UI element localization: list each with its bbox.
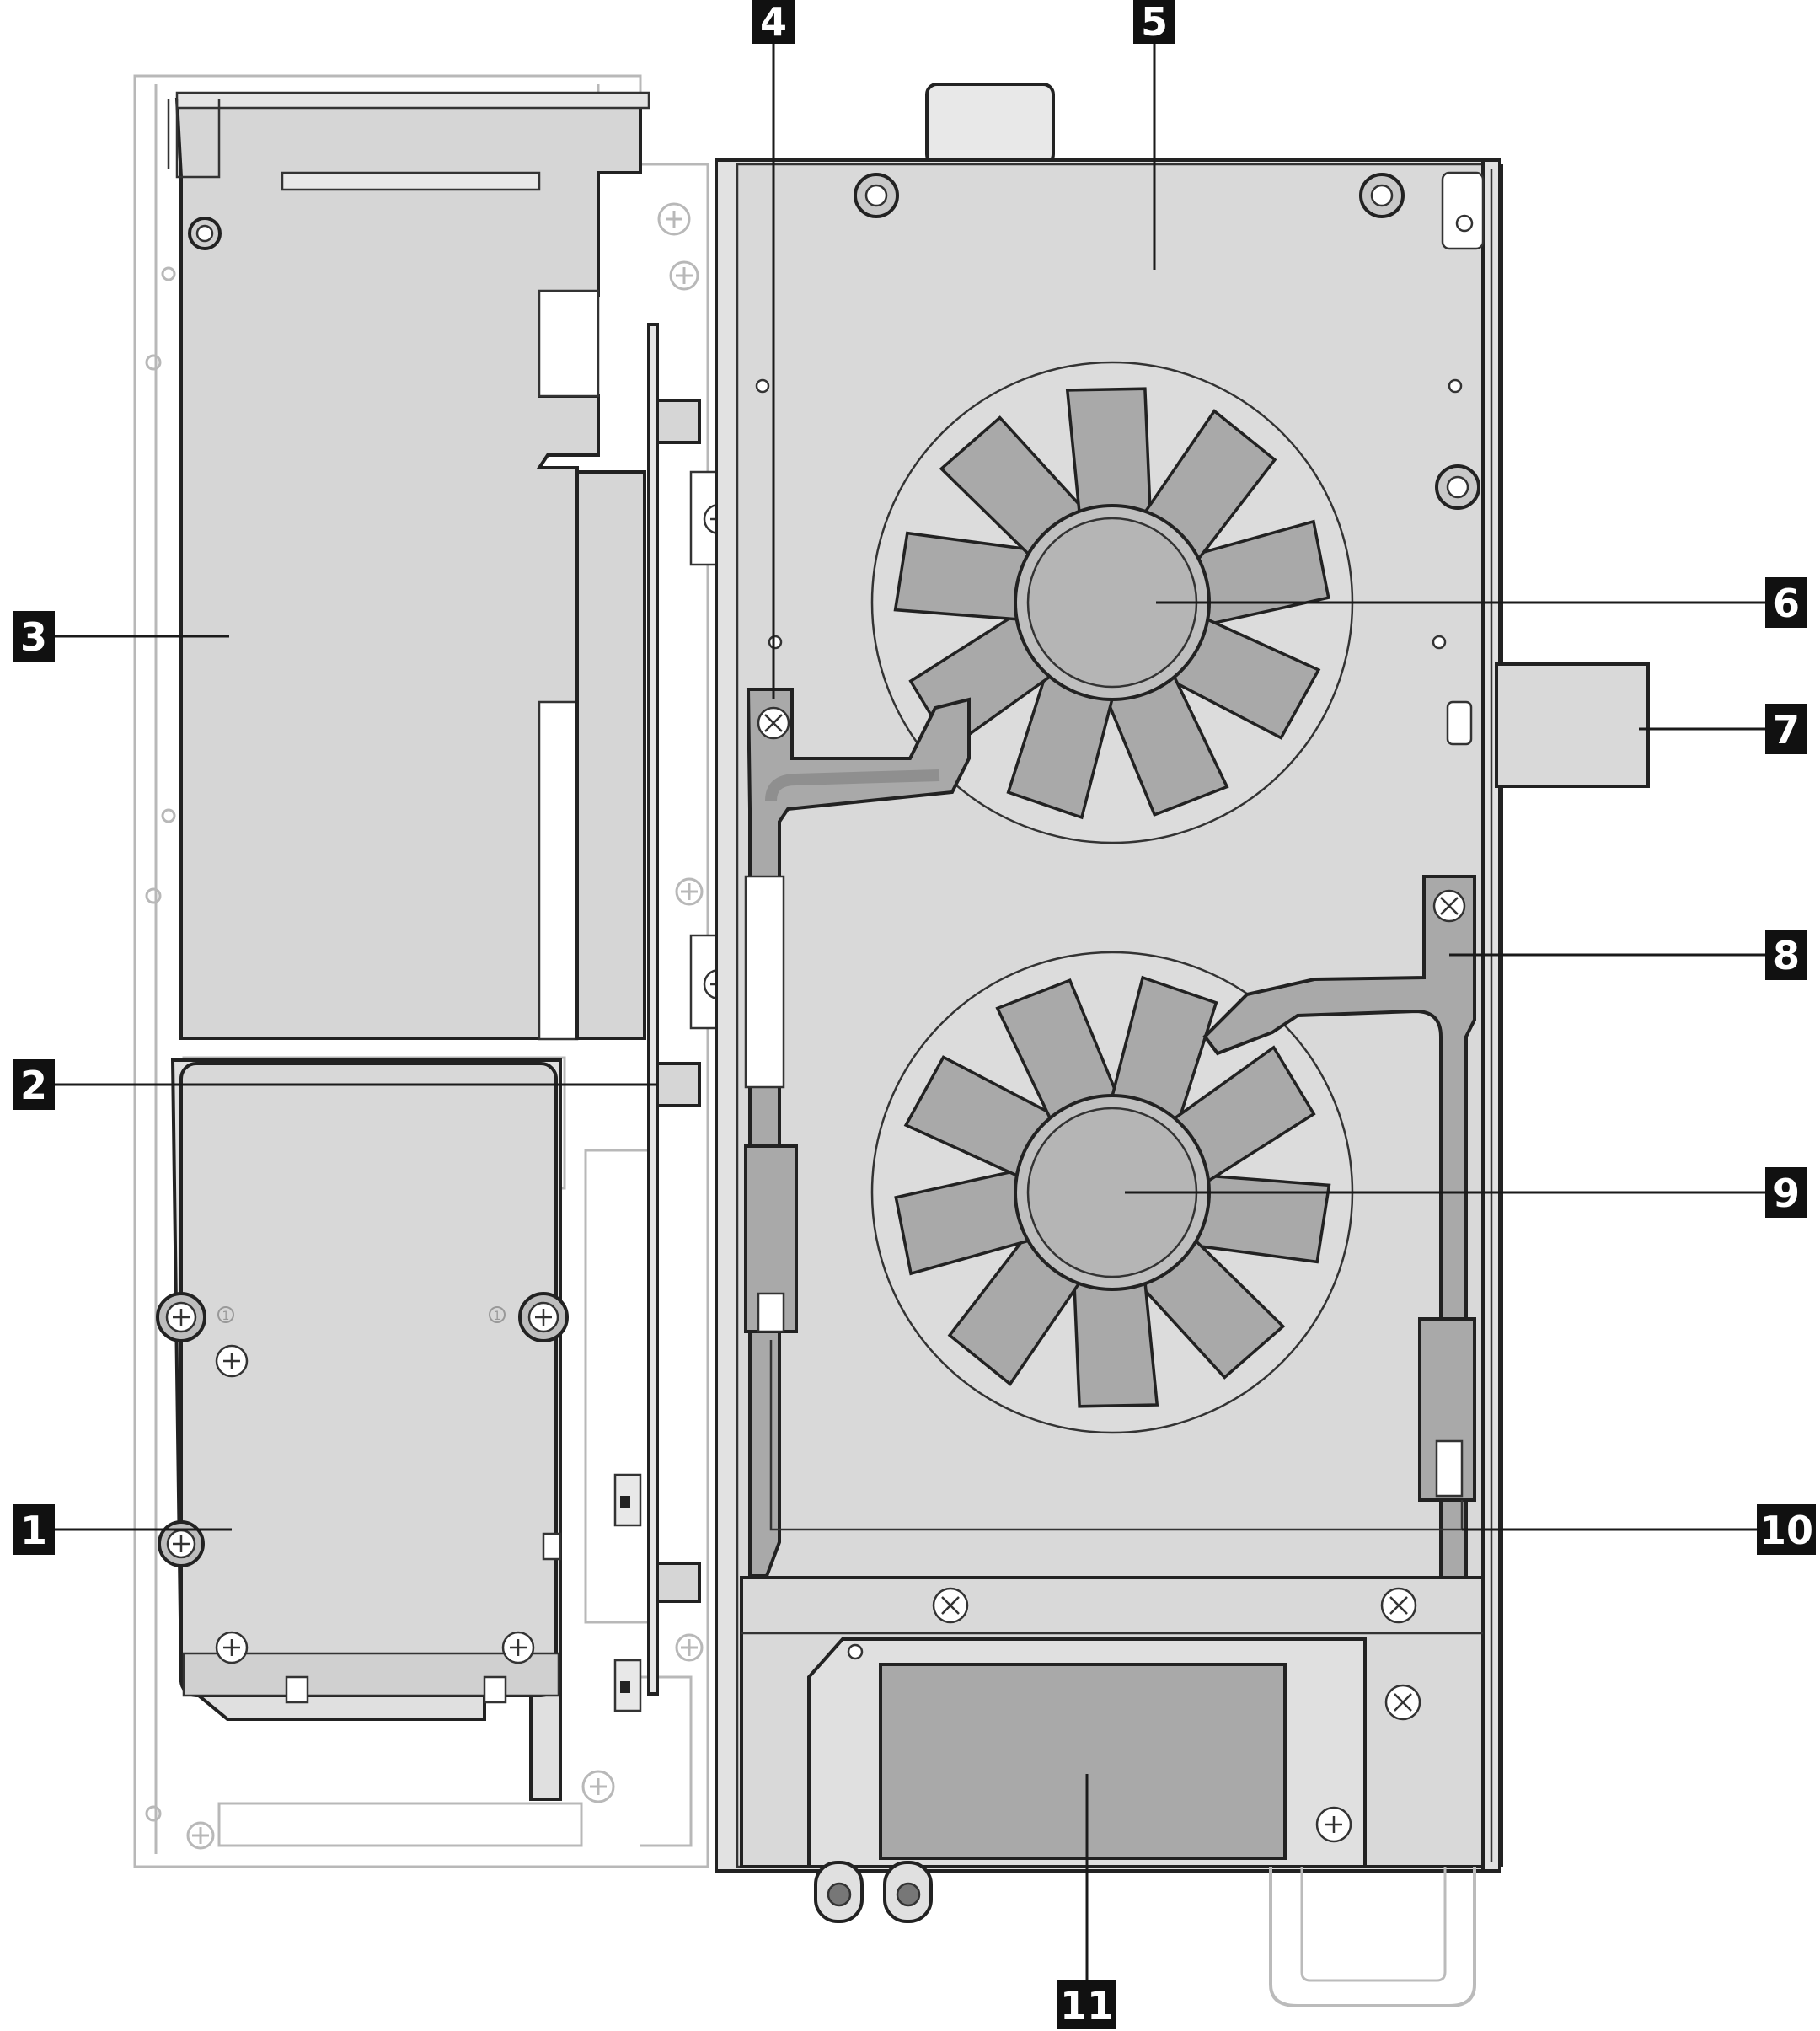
cooler-screw xyxy=(1435,464,1480,510)
callout-2: 2 xyxy=(13,1059,55,1110)
callout-label: 11 xyxy=(1060,1983,1114,2028)
riser-card xyxy=(575,323,735,1712)
heat-pipe-right xyxy=(1202,875,1476,1586)
chassis-screw xyxy=(669,260,699,291)
chassis-screw xyxy=(675,1633,704,1662)
slot-mark-label-right: 1 xyxy=(494,1310,501,1323)
callout-label: 6 xyxy=(1773,581,1800,626)
latch xyxy=(883,1861,933,1923)
lower-fan-blades xyxy=(894,975,1331,1408)
callout-label: 7 xyxy=(1773,707,1800,753)
callout-label: 9 xyxy=(1773,1171,1800,1216)
upper-fan xyxy=(870,361,1354,844)
callout-6: 6 xyxy=(1765,577,1807,628)
module-screw xyxy=(1315,1806,1352,1843)
drive-screw xyxy=(215,1344,249,1378)
chassis-screw xyxy=(657,202,691,236)
callout-label: 4 xyxy=(760,0,787,45)
pcie-card xyxy=(167,91,650,1041)
callout-label: 1 xyxy=(20,1508,47,1553)
drive-thumbscrew xyxy=(518,1292,569,1342)
bracket-screw xyxy=(1432,889,1466,923)
callout-7: 7 xyxy=(1765,704,1807,754)
callout-label: 10 xyxy=(1759,1508,1813,1553)
leader-lines xyxy=(55,40,1765,1985)
callout-10: 10 xyxy=(1757,1504,1816,1555)
slot-mark: 1 xyxy=(489,1306,506,1323)
lower-fan xyxy=(870,951,1354,1434)
storage-drive: 1 1 xyxy=(156,1058,569,1801)
bottom-module xyxy=(740,1576,1485,2007)
callout-label: 2 xyxy=(20,1063,47,1108)
drive-screw xyxy=(501,1631,535,1664)
callout-9: 9 xyxy=(1765,1167,1807,1218)
callout-11: 11 xyxy=(1057,1980,1116,2029)
callout-1: 1 xyxy=(13,1504,55,1555)
callout-5: 5 xyxy=(1133,0,1175,45)
callout-label: 3 xyxy=(20,614,47,660)
module-screw xyxy=(1384,1684,1421,1721)
module-screw xyxy=(1380,1587,1417,1624)
fan-blade xyxy=(1065,387,1153,522)
chassis-screw xyxy=(186,1821,215,1850)
drive-thumbscrew xyxy=(156,1292,206,1342)
bracket-screw xyxy=(757,706,790,740)
callout-3: 3 xyxy=(13,611,55,662)
handle xyxy=(1269,1867,1476,2007)
callout-label: 8 xyxy=(1773,933,1800,978)
slot-mark: 1 xyxy=(217,1306,234,1323)
module-screw xyxy=(932,1587,969,1624)
cooler-screw xyxy=(1359,173,1405,218)
chassis-screw xyxy=(581,1770,615,1803)
rear-tab xyxy=(1446,662,1650,788)
cooler-screw xyxy=(854,173,899,218)
slot-mark-label-left: 1 xyxy=(222,1310,230,1323)
callout-4: 4 xyxy=(752,0,795,45)
callout-8: 8 xyxy=(1765,930,1807,980)
chassis-screw xyxy=(675,877,704,906)
thermal-pad-line xyxy=(769,1340,1464,1531)
drive-screw xyxy=(215,1631,249,1664)
callout-label: 5 xyxy=(1141,0,1168,45)
fan-blade xyxy=(1072,1273,1159,1408)
latch xyxy=(814,1861,864,1923)
